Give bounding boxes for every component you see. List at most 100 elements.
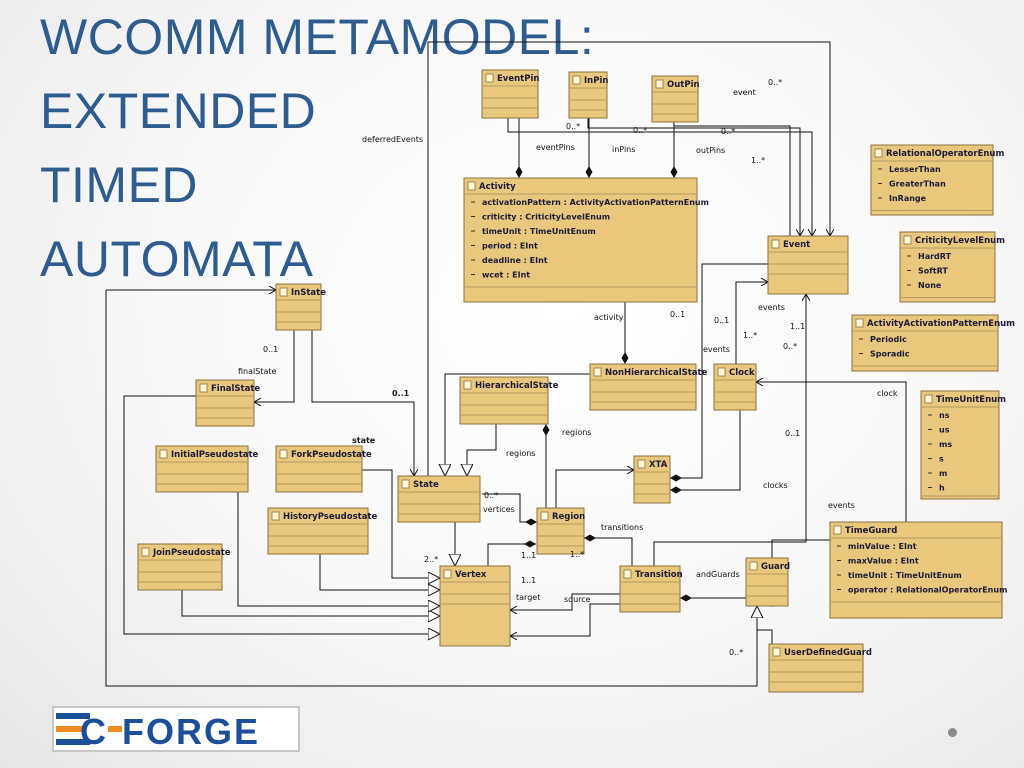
activity-feature: wcet : EInt	[482, 271, 530, 280]
activity-feature: deadline : EInt	[482, 256, 548, 265]
label-events-mult-1: 0..1	[714, 316, 729, 325]
class-icon	[279, 449, 288, 459]
joinpseudostate-class[interactable]: JoinPseudostate	[137, 543, 231, 591]
class-icon	[279, 287, 288, 297]
label-clock-mult: 0..1	[785, 429, 800, 438]
xta-class[interactable]: XTA	[633, 455, 671, 504]
class-icon	[401, 479, 410, 489]
class-icon	[717, 367, 726, 377]
class-icon	[655, 79, 664, 89]
label-outpins-mult-2: 1..*	[751, 156, 765, 165]
class-icon	[141, 547, 150, 557]
svg-text:FORGE: FORGE	[122, 711, 260, 750]
event-class[interactable]: Event	[767, 235, 849, 295]
instate-name: InState	[291, 288, 326, 298]
clock-name: Clock	[729, 368, 755, 378]
label-inpins-mult: 0..*	[633, 126, 647, 135]
activityactivationpatternenum-class[interactable]: ActivityActivationPatternEnumPeriodicSpo…	[851, 314, 1015, 372]
timeunitenum-feature: h	[939, 484, 945, 493]
relationaloperatorenum-name: RelationalOperatorEnum	[886, 149, 1004, 159]
timeguard-feature: operator : RelationalOperatorEnum	[848, 586, 1007, 595]
relationaloperatorenum-feature: GreaterThan	[889, 180, 946, 189]
label-events-3: events	[828, 501, 855, 510]
activityactivationpatternenum-box	[851, 314, 999, 372]
historypseudostate-class[interactable]: HistoryPseudostate	[267, 507, 378, 555]
historypseudostate-name: HistoryPseudostate	[283, 512, 378, 522]
enum-icon	[855, 318, 864, 328]
label-out-pins: outPins	[696, 146, 725, 155]
activity-box	[463, 177, 698, 303]
activity-feature: timeUnit : TimeUnitEnum	[482, 227, 596, 236]
title-line-4: AUTOMATA	[40, 231, 314, 287]
timeguard-name: TimeGuard	[845, 526, 897, 536]
region-class[interactable]: Region	[536, 507, 585, 555]
label-final-state: finalState	[238, 367, 276, 376]
vertex-class[interactable]: Vertex	[439, 565, 511, 647]
label-state: state	[352, 436, 376, 445]
class-icon	[467, 181, 476, 191]
timeunitenum-feature: s	[939, 455, 944, 464]
timeguard-feature: maxValue : EInt	[848, 557, 919, 566]
class-icon	[540, 511, 549, 521]
label-clock: clock	[877, 389, 898, 398]
forkpseudostate-class[interactable]: ForkPseudostate	[275, 445, 372, 493]
svg-text:C: C	[80, 711, 107, 750]
guard-class[interactable]: Guard	[745, 557, 790, 607]
state-class[interactable]: State	[397, 475, 481, 523]
initialpseudostate-class[interactable]: InitialPseudostate	[155, 445, 259, 493]
class-icon	[623, 569, 632, 579]
userdefinedguard-class[interactable]: UserDefinedGuard	[768, 643, 872, 693]
label-events-mult-4: 0..*	[783, 342, 797, 351]
label-vertex-mult: 2..*	[424, 555, 438, 564]
hierarchicalstate-name: HierarchicalState	[475, 381, 559, 391]
inpin-name: InPin	[584, 76, 608, 86]
relationaloperatorenum-class[interactable]: RelationalOperatorEnumLesserThanGreaterT…	[870, 144, 1004, 216]
label-deferred-events: deferredEvents	[362, 135, 423, 144]
criticitylevelenum-feature: None	[918, 281, 942, 290]
vertex-box	[439, 565, 511, 647]
enum-icon	[903, 235, 912, 245]
relationaloperatorenum-feature: InRange	[889, 194, 927, 203]
timeguard-box	[829, 521, 1003, 619]
event-name: Event	[783, 240, 810, 250]
class-icon	[271, 511, 280, 521]
transition-name: Transition	[635, 570, 683, 580]
relationaloperatorenum-box	[870, 144, 994, 216]
transition-class[interactable]: Transition	[619, 565, 683, 613]
criticitylevelenum-feature: HardRT	[918, 252, 952, 261]
timeunitenum-name: TimeUnitEnum	[936, 395, 1006, 405]
inpin-class[interactable]: InPin	[568, 71, 608, 119]
class-icon	[772, 647, 781, 657]
nonhierarchicalstate-name: NonHierarchicalState	[605, 368, 708, 378]
timeunitenum-feature: us	[939, 426, 950, 435]
state-name: State	[413, 480, 439, 490]
event-box	[767, 235, 849, 295]
finalstate-class[interactable]: FinalState	[195, 379, 260, 427]
eventpin-class[interactable]: EventPin	[481, 69, 539, 119]
clock-class[interactable]: Clock	[713, 363, 757, 411]
userdefinedguard-box	[768, 643, 864, 693]
nonhierarchicalstate-class[interactable]: NonHierarchicalState	[589, 363, 708, 411]
label-eventpins-mult: 0..*	[566, 122, 580, 131]
timeunitenum-feature: m	[939, 469, 947, 478]
label-events-mult-3: 1..1	[790, 322, 805, 331]
class-icon	[199, 383, 208, 393]
title-line-2: EXTENDED	[40, 83, 317, 139]
hierarchicalstate-class[interactable]: HierarchicalState	[459, 376, 559, 425]
timeguard-feature: minValue : EInt	[848, 542, 917, 551]
xta-box	[633, 455, 671, 504]
slide-title: WCOMM METAMODEL: EXTENDED TIMED AUTOMATA	[40, 0, 594, 296]
instate-class[interactable]: InState	[275, 283, 326, 331]
region-name: Region	[552, 512, 585, 522]
outpin-class[interactable]: OutPin	[651, 75, 700, 123]
activityactivationpatternenum-feature: Sporadic	[870, 350, 910, 359]
class-icon	[159, 449, 168, 459]
label-events-2: events	[703, 345, 730, 354]
class-icon	[463, 380, 472, 390]
userdefinedguard-name: UserDefinedGuard	[784, 648, 872, 658]
label-activity-mult: 0..1	[670, 310, 685, 319]
